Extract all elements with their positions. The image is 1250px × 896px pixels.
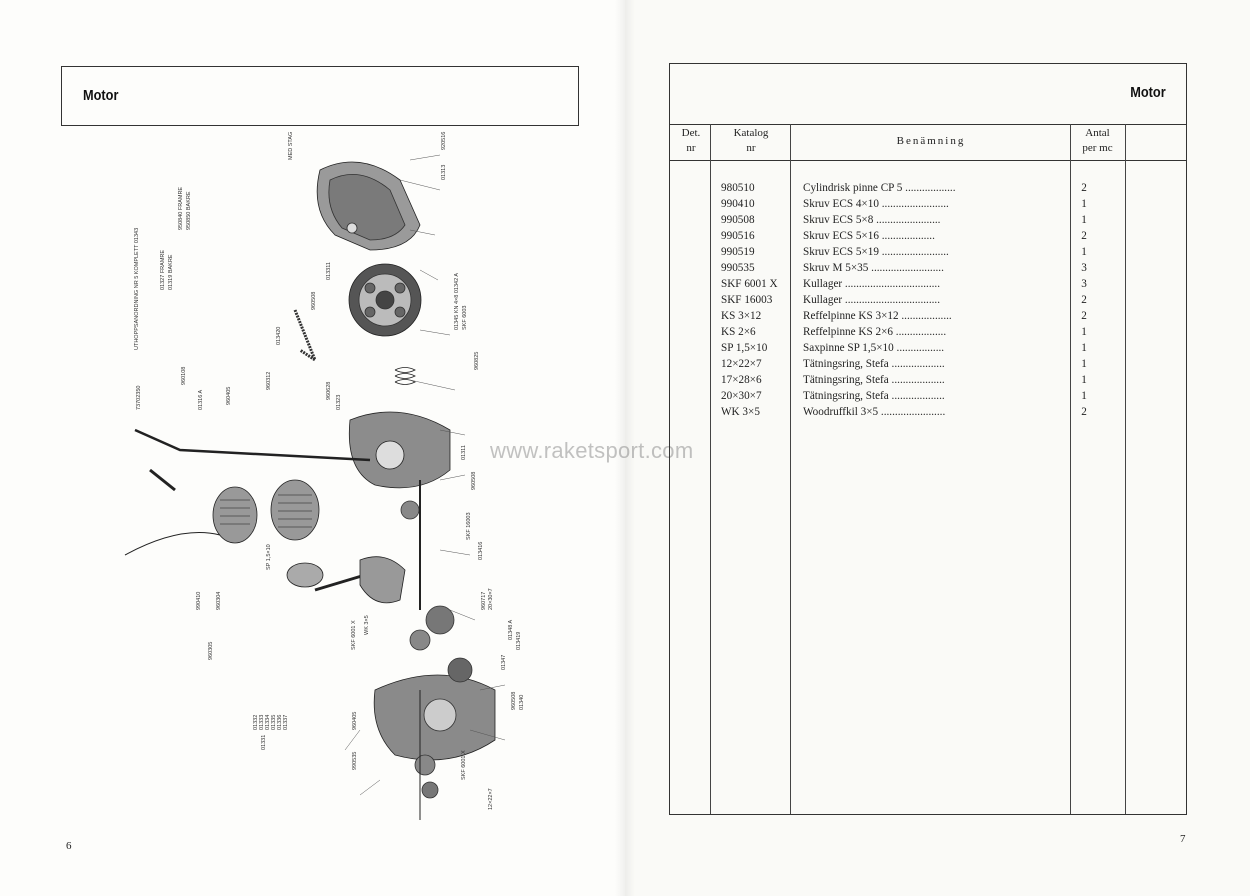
svg-text:01331: 01331 [261,735,267,750]
svg-text:960825: 960825 [474,352,480,370]
svg-text:960108: 960108 [181,367,187,385]
svg-text:950840 FRAMRE: 950840 FRAMRE [178,187,184,230]
column-divider-antal [1125,124,1126,814]
svg-text:950850 BAKRE: 950850 BAKRE [186,191,192,230]
svg-text:960405: 960405 [352,712,358,730]
svg-text:UTHOPPSANORDNING NR 5 KOMPLETT: UTHOPPSANORDNING NR 5 KOMPLETT 01343 [134,228,140,350]
svg-text:73702350: 73702350 [136,386,142,410]
svg-text:SP 1,5×10: SP 1,5×10 [266,544,272,570]
svg-text:01333: 01333 [259,715,265,730]
table-top-rule [670,124,1186,125]
svg-text:960508: 960508 [311,292,317,310]
svg-text:960508: 960508 [471,472,477,490]
svg-text:960717: 960717 [481,592,487,610]
svg-text:SKF 6003: SKF 6003 [462,306,468,330]
svg-text:01316 A: 01316 A [198,389,204,410]
svg-text:920516: 920516 [441,132,447,150]
column-divider-det [710,124,711,814]
parts-list-box: Motor Det. nr Katalog nr Benämning Antal… [669,63,1187,815]
table-header-rule [670,160,1186,161]
book-gutter [615,0,635,896]
watermark: www.raketsport.com [490,438,694,463]
svg-text:01327 FRAMRE: 01327 FRAMRE [160,250,166,290]
svg-text:960305: 960305 [208,642,214,660]
svg-text:01334: 01334 [265,715,271,730]
svg-text:013419: 013419 [516,632,522,650]
svg-text:01345 KN 4×8 01342 A: 01345 KN 4×8 01342 A [454,273,460,330]
column-header-katalog: Katalog nr [733,127,769,154]
svg-text:013416: 013416 [478,542,484,560]
svg-text:01311: 01311 [461,445,467,460]
svg-text:WK 3×5: WK 3×5 [364,615,370,635]
left-header-box: Motor [61,66,579,126]
column-divider-benamning [1070,124,1071,814]
svg-text:01347: 01347 [501,655,507,670]
svg-text:990535: 990535 [352,752,358,770]
column-header-det: Det. nr [681,127,701,154]
svg-text:SKF 6001 X: SKF 6001 X [351,620,357,650]
svg-text:960312: 960312 [266,372,272,390]
svg-text:12×22×7: 12×22×7 [488,788,494,810]
svg-text:01319 BAKRE: 01319 BAKRE [168,254,174,290]
svg-text:01336: 01336 [277,715,283,730]
svg-text:01348 A: 01348 A [508,619,514,640]
svg-text:01313: 01313 [441,165,447,180]
column-header-antal: Antal per mc [1082,127,1113,154]
right-page [625,0,1250,896]
left-page-title: Motor [83,87,119,104]
svg-text:SKF 6001 X: SKF 6001 X [461,750,467,780]
svg-text:01337: 01337 [283,715,289,730]
svg-text:013311: 013311 [326,262,332,280]
svg-text:01335: 01335 [271,715,277,730]
column-divider-katalog [790,124,791,814]
table-row: 990516 Skruv ECS 5×16 ..................… [721,230,1087,242]
right-page-title: Motor [1130,84,1166,101]
svg-text:960508: 960508 [511,692,517,710]
svg-text:01340: 01340 [519,695,525,710]
svg-text:960304: 960304 [216,592,222,610]
svg-text:01323: 01323 [336,395,342,410]
svg-text:20×30×7: 20×30×7 [488,588,494,610]
svg-text:01332: 01332 [253,715,259,730]
svg-text:990410: 990410 [196,592,202,610]
svg-text:960405: 960405 [226,387,232,405]
left-page-number: 6 [66,840,72,852]
svg-text:SKF 16003: SKF 16003 [466,512,472,540]
svg-text:960628: 960628 [326,382,332,400]
svg-text:013420: 013420 [276,327,282,345]
exploded-engine-diagram: MED STAG 970519 920516 01313 UTHOPPSANOR… [124,130,525,820]
column-header-benamning: Benämning [896,135,966,147]
svg-text:MED STAG 970519: MED STAG 970519 [288,130,294,160]
left-page [0,0,625,896]
right-page-number: 7 [1180,833,1186,845]
